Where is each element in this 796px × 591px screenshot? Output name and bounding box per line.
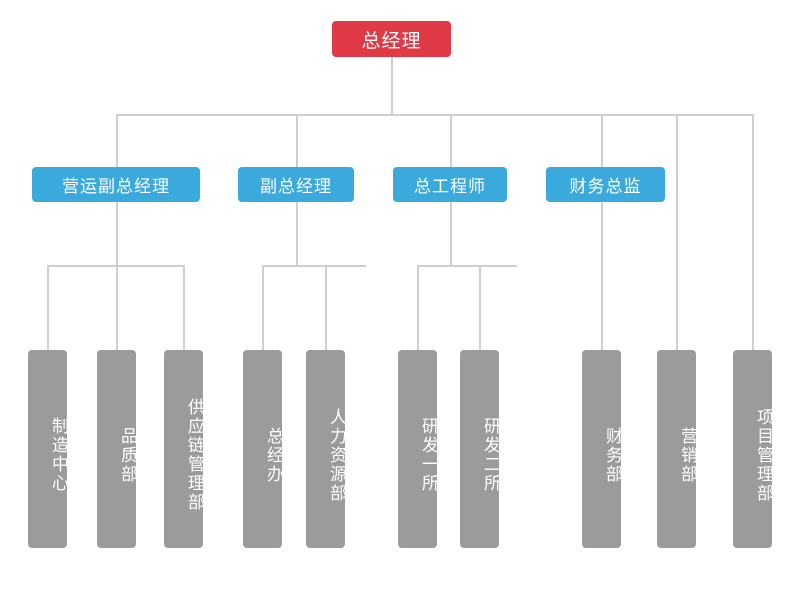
connector-bus-to-vp: [296, 114, 298, 168]
connector-bus-to-ops-vp: [116, 114, 118, 168]
node-financial-director[interactable]: 财务总监: [546, 167, 665, 202]
node-vice-general-manager[interactable]: 副总经理: [238, 167, 354, 202]
node-rd-institute-2[interactable]: 研发二所: [460, 350, 500, 548]
node-label: 总经办: [264, 426, 283, 484]
node-label: 人力资源部: [327, 407, 346, 503]
node-project-mgmt-dept[interactable]: 项目管理部: [733, 350, 773, 548]
connector-bus-to-cfo: [601, 114, 603, 352]
node-label: 副总经理: [260, 177, 332, 196]
connector-bus-to-chief-engineer: [450, 114, 452, 168]
node-label: 财务部: [603, 426, 622, 484]
connector-bus-to-marketing: [676, 114, 678, 352]
node-operations-vice-gm[interactable]: 营运副总经理: [32, 167, 200, 202]
connector-to-manufacturing-center: [47, 265, 49, 352]
connector-vp-bus: [262, 265, 366, 267]
node-rd-institute-1[interactable]: 研发一所: [398, 350, 438, 548]
node-general-manager[interactable]: 总经理: [332, 21, 451, 57]
connector-root-stem: [391, 57, 393, 115]
connector-vp-stem: [296, 202, 298, 266]
node-label: 制造中心: [49, 417, 68, 493]
node-human-resources-dept[interactable]: 人力资源部: [306, 350, 346, 548]
node-manufacturing-center[interactable]: 制造中心: [28, 350, 68, 548]
node-label: 研发一所: [419, 417, 438, 493]
node-label: 供应链管理部: [185, 398, 204, 512]
connector-ops-vp-bus: [47, 265, 184, 267]
connector-to-hr-dept: [325, 265, 327, 352]
node-label: 财务总监: [569, 177, 642, 196]
node-chief-engineer[interactable]: 总工程师: [393, 167, 507, 202]
node-label: 营销部: [678, 426, 697, 484]
node-label: 研发二所: [481, 417, 500, 493]
node-label: 营运副总经理: [62, 177, 170, 196]
connector-to-rd-institute-1: [417, 265, 419, 352]
node-label: 总经理: [361, 30, 422, 52]
connector-bus-to-project-mgmt: [752, 114, 754, 352]
node-supply-chain-mgmt-dept[interactable]: 供应链管理部: [164, 350, 204, 548]
connector-to-supply-chain-dept: [183, 265, 185, 352]
node-label: 项目管理部: [754, 407, 773, 503]
node-quality-dept[interactable]: 品质部: [97, 350, 137, 548]
connector-chief-engineer-stem: [450, 202, 452, 266]
connector-chief-engineer-bus: [417, 265, 517, 267]
connector-ops-vp-stem: [116, 202, 118, 266]
connector-to-gm-office: [262, 265, 264, 352]
node-label: 总工程师: [414, 177, 486, 196]
connector-to-rd-institute-2: [479, 265, 481, 352]
node-finance-dept[interactable]: 财务部: [582, 350, 622, 548]
connector-to-quality-dept: [116, 265, 118, 352]
node-marketing-dept[interactable]: 营销部: [657, 350, 697, 548]
node-general-manager-office[interactable]: 总经办: [243, 350, 283, 548]
connector-main-bus: [116, 114, 754, 116]
node-label: 品质部: [118, 426, 137, 484]
